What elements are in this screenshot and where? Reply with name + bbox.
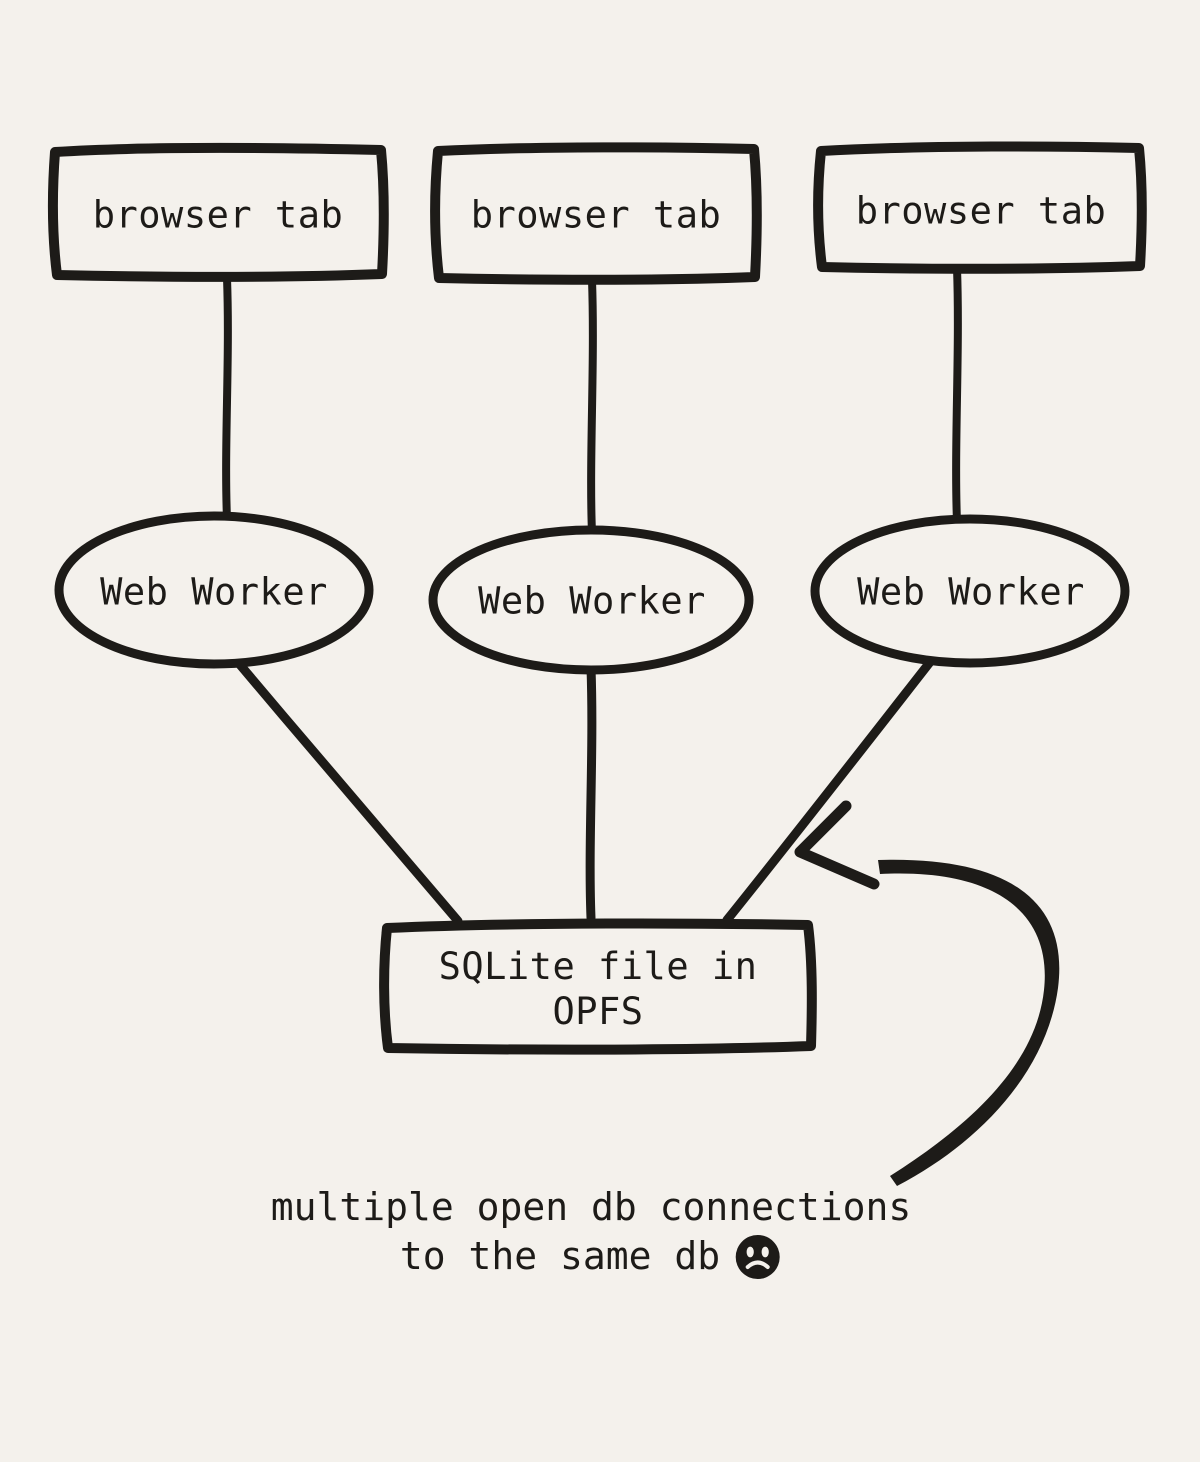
browser-tab-box-1 [47, 143, 389, 282]
browser-tab-box-2 [430, 142, 762, 285]
caption-line2-text: to the same db [399, 1234, 721, 1278]
web-worker-ellipse-3 [810, 514, 1130, 668]
tab-to-worker-connector-1 [222, 274, 232, 523]
caption-line2: to the same db [271, 1232, 912, 1281]
sqlite-box [379, 918, 817, 1055]
curved-arrow-body [878, 859, 1060, 1186]
caption-line1: multiple open db connections [270, 1185, 912, 1229]
web-worker-label-3: Web Worker [857, 570, 1085, 614]
sqlite-box-label-line2: OPFS [552, 990, 644, 1033]
curved-arrow-head [794, 800, 880, 890]
browser-tab-box-3 [813, 141, 1147, 274]
web-worker-label-2: Web Worker [478, 579, 706, 623]
browser-tab-label-2: browser tab [470, 193, 722, 237]
web-worker-label-1: Web Worker [100, 570, 328, 614]
tab-to-worker-connector-2 [587, 276, 597, 537]
browser-tab-label-1: browser tab [92, 193, 344, 237]
worker-to-db-connector-3 [722, 652, 939, 925]
worker-to-db-connector-1 [231, 655, 463, 926]
tab-to-worker-connector-3 [952, 264, 962, 526]
web-worker-ellipse-2 [428, 525, 754, 675]
sqlite-box-label: SQLite file in OPFS [439, 944, 758, 1034]
caption: multiple open db connections to the same… [270, 1183, 912, 1281]
worker-to-db-connector-2 [585, 663, 597, 923]
web-worker-ellipse-1 [54, 511, 374, 669]
browser-tab-label-3: browser tab [855, 189, 1107, 233]
sqlite-box-label-line1: SQLite file in [438, 945, 758, 988]
frowning-face-icon [736, 1234, 781, 1279]
